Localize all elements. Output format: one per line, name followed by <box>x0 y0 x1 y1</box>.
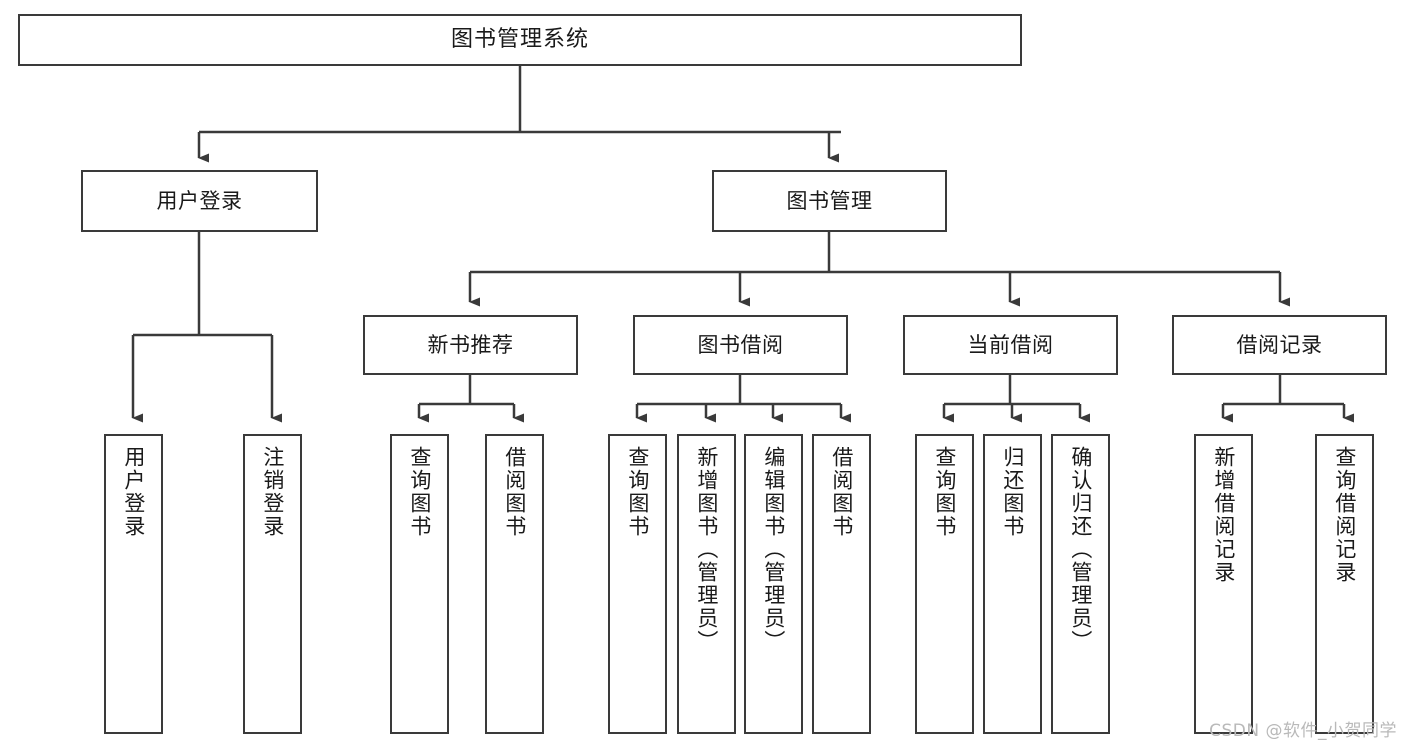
node-label: 当前借阅 <box>967 332 1054 357</box>
node-label: 用户登录 <box>156 188 243 213</box>
node-book-management[interactable]: 图书管理 <box>712 170 947 232</box>
node-label: 确认归还（管理员） <box>1068 446 1093 653</box>
leaf-query-book-new[interactable]: 查询图书 <box>390 434 449 734</box>
node-label: 借阅图书 <box>502 446 527 538</box>
node-label: 新增借阅记录 <box>1211 446 1236 584</box>
node-user-login[interactable]: 用户登录 <box>81 170 318 232</box>
node-label: 查询图书 <box>932 446 957 538</box>
node-label: 查询图书 <box>407 446 432 538</box>
leaf-return-book[interactable]: 归还图书 <box>983 434 1042 734</box>
node-label: 用户登录 <box>121 446 146 538</box>
node-label: 借阅记录 <box>1236 332 1323 357</box>
leaf-query-book-borrow[interactable]: 查询图书 <box>608 434 667 734</box>
node-label: 借阅图书 <box>829 446 854 538</box>
leaf-user-login[interactable]: 用户登录 <box>104 434 163 734</box>
node-label: 图书管理 <box>786 188 873 213</box>
leaf-logout[interactable]: 注销登录 <box>243 434 302 734</box>
leaf-edit-book-admin[interactable]: 编辑图书（管理员） <box>744 434 803 734</box>
node-label: 编辑图书（管理员） <box>761 446 786 653</box>
node-label: 查询图书 <box>625 446 650 538</box>
node-label: 查询借阅记录 <box>1332 446 1357 584</box>
leaf-borrow-book-new[interactable]: 借阅图书 <box>485 434 544 734</box>
node-root-book-management-system[interactable]: 图书管理系统 <box>18 14 1022 66</box>
node-new-book-recommendation[interactable]: 新书推荐 <box>363 315 578 375</box>
node-current-borrowing[interactable]: 当前借阅 <box>903 315 1118 375</box>
node-label: 图书管理系统 <box>450 27 589 53</box>
node-label: 图书借阅 <box>697 332 784 357</box>
leaf-query-borrow-record[interactable]: 查询借阅记录 <box>1315 434 1374 734</box>
leaf-add-book-admin[interactable]: 新增图书（管理员） <box>677 434 736 734</box>
leaf-confirm-return-admin[interactable]: 确认归还（管理员） <box>1051 434 1110 734</box>
leaf-query-book-current[interactable]: 查询图书 <box>915 434 974 734</box>
node-label: 新增图书（管理员） <box>694 446 719 653</box>
leaf-borrow-book[interactable]: 借阅图书 <box>812 434 871 734</box>
leaf-add-borrow-record[interactable]: 新增借阅记录 <box>1194 434 1253 734</box>
node-label: 新书推荐 <box>427 332 514 357</box>
node-label: 归还图书 <box>1000 446 1025 538</box>
node-borrowing-record[interactable]: 借阅记录 <box>1172 315 1387 375</box>
node-book-borrowing[interactable]: 图书借阅 <box>633 315 848 375</box>
node-label: 注销登录 <box>260 446 285 538</box>
